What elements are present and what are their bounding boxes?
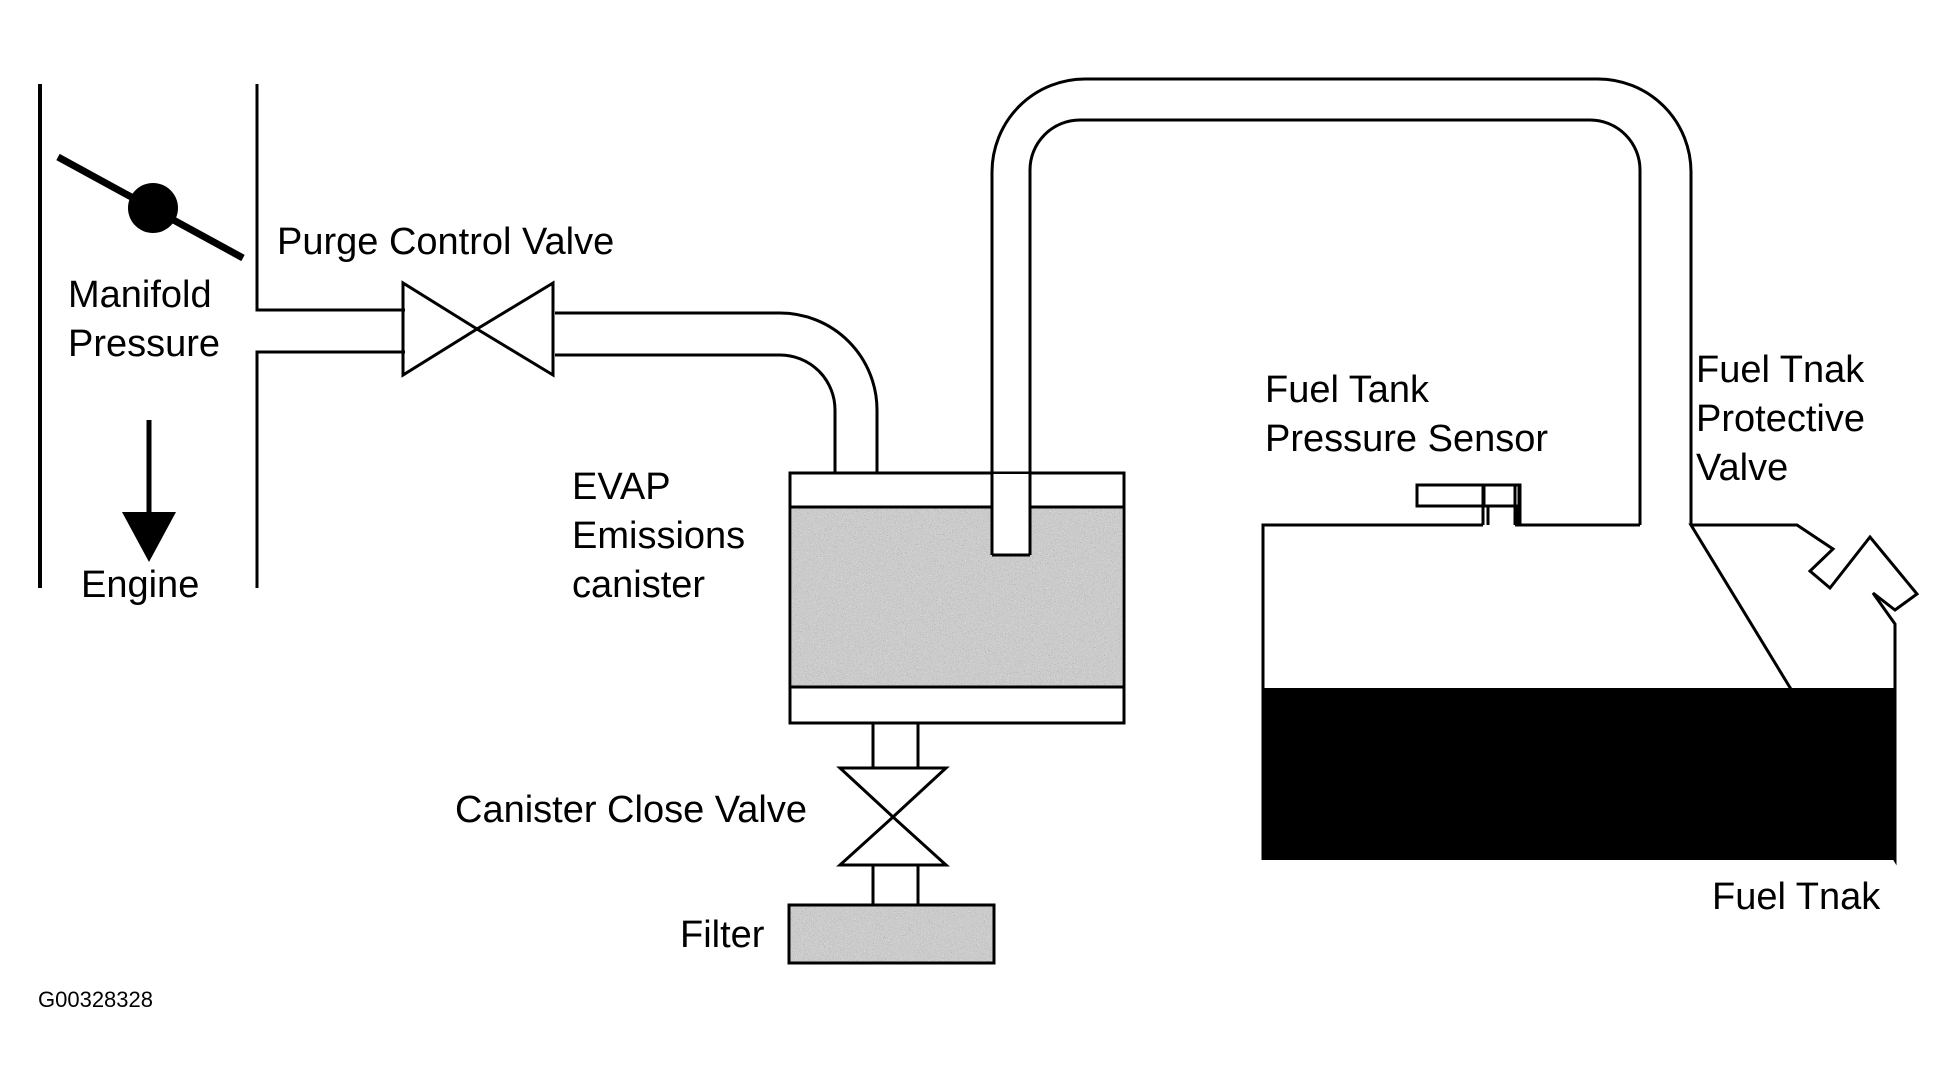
fuel-level	[1263, 688, 1895, 860]
canister-close-valve-icon	[836, 766, 950, 867]
engine-label: Engine	[81, 564, 199, 606]
vapor-pipe	[990, 77, 1693, 557]
figure-code: G00328328	[38, 987, 153, 1012]
svg-text:Pressure: Pressure	[68, 323, 220, 365]
intake-manifold	[38, 84, 405, 588]
engine-flow-arrow-icon	[122, 420, 176, 562]
svg-text:Protective: Protective	[1696, 398, 1865, 440]
evap-canister-label: EVAP Emissions canister	[572, 466, 745, 606]
evap-canister	[788, 471, 1126, 725]
purge-control-valve-label: Purge Control Valve	[277, 221, 614, 263]
vent-pipe	[871, 723, 920, 905]
fuel-tank	[1261, 523, 1920, 866]
svg-text:Pressure Sensor: Pressure Sensor	[1265, 418, 1548, 460]
filter-label: Filter	[680, 914, 765, 956]
svg-text:Fuel Tank: Fuel Tank	[1265, 369, 1430, 411]
pressure-sensor-label: Fuel Tank Pressure Sensor	[1265, 369, 1548, 460]
fuel-tank-label: Fuel Tnak	[1712, 876, 1881, 918]
svg-text:Fuel Tnak: Fuel Tnak	[1696, 349, 1865, 391]
pressure-sensor-icon	[1415, 483, 1522, 525]
svg-text:Manifold: Manifold	[68, 274, 212, 316]
purge-control-valve-icon	[401, 280, 555, 378]
svg-text:Emissions: Emissions	[572, 515, 745, 557]
svg-text:Valve: Valve	[1696, 447, 1788, 489]
throttle-plate-icon	[56, 153, 245, 262]
svg-text:canister: canister	[572, 564, 705, 606]
protective-valve-label: Fuel Tnak Protective Valve	[1696, 349, 1865, 489]
svg-text:EVAP: EVAP	[572, 466, 671, 508]
manifold-pressure-label: Manifold Pressure	[68, 274, 220, 365]
filter-element	[787, 903, 996, 965]
canister-close-valve-label: Canister Close Valve	[455, 789, 807, 831]
purge-pipe	[555, 311, 879, 473]
